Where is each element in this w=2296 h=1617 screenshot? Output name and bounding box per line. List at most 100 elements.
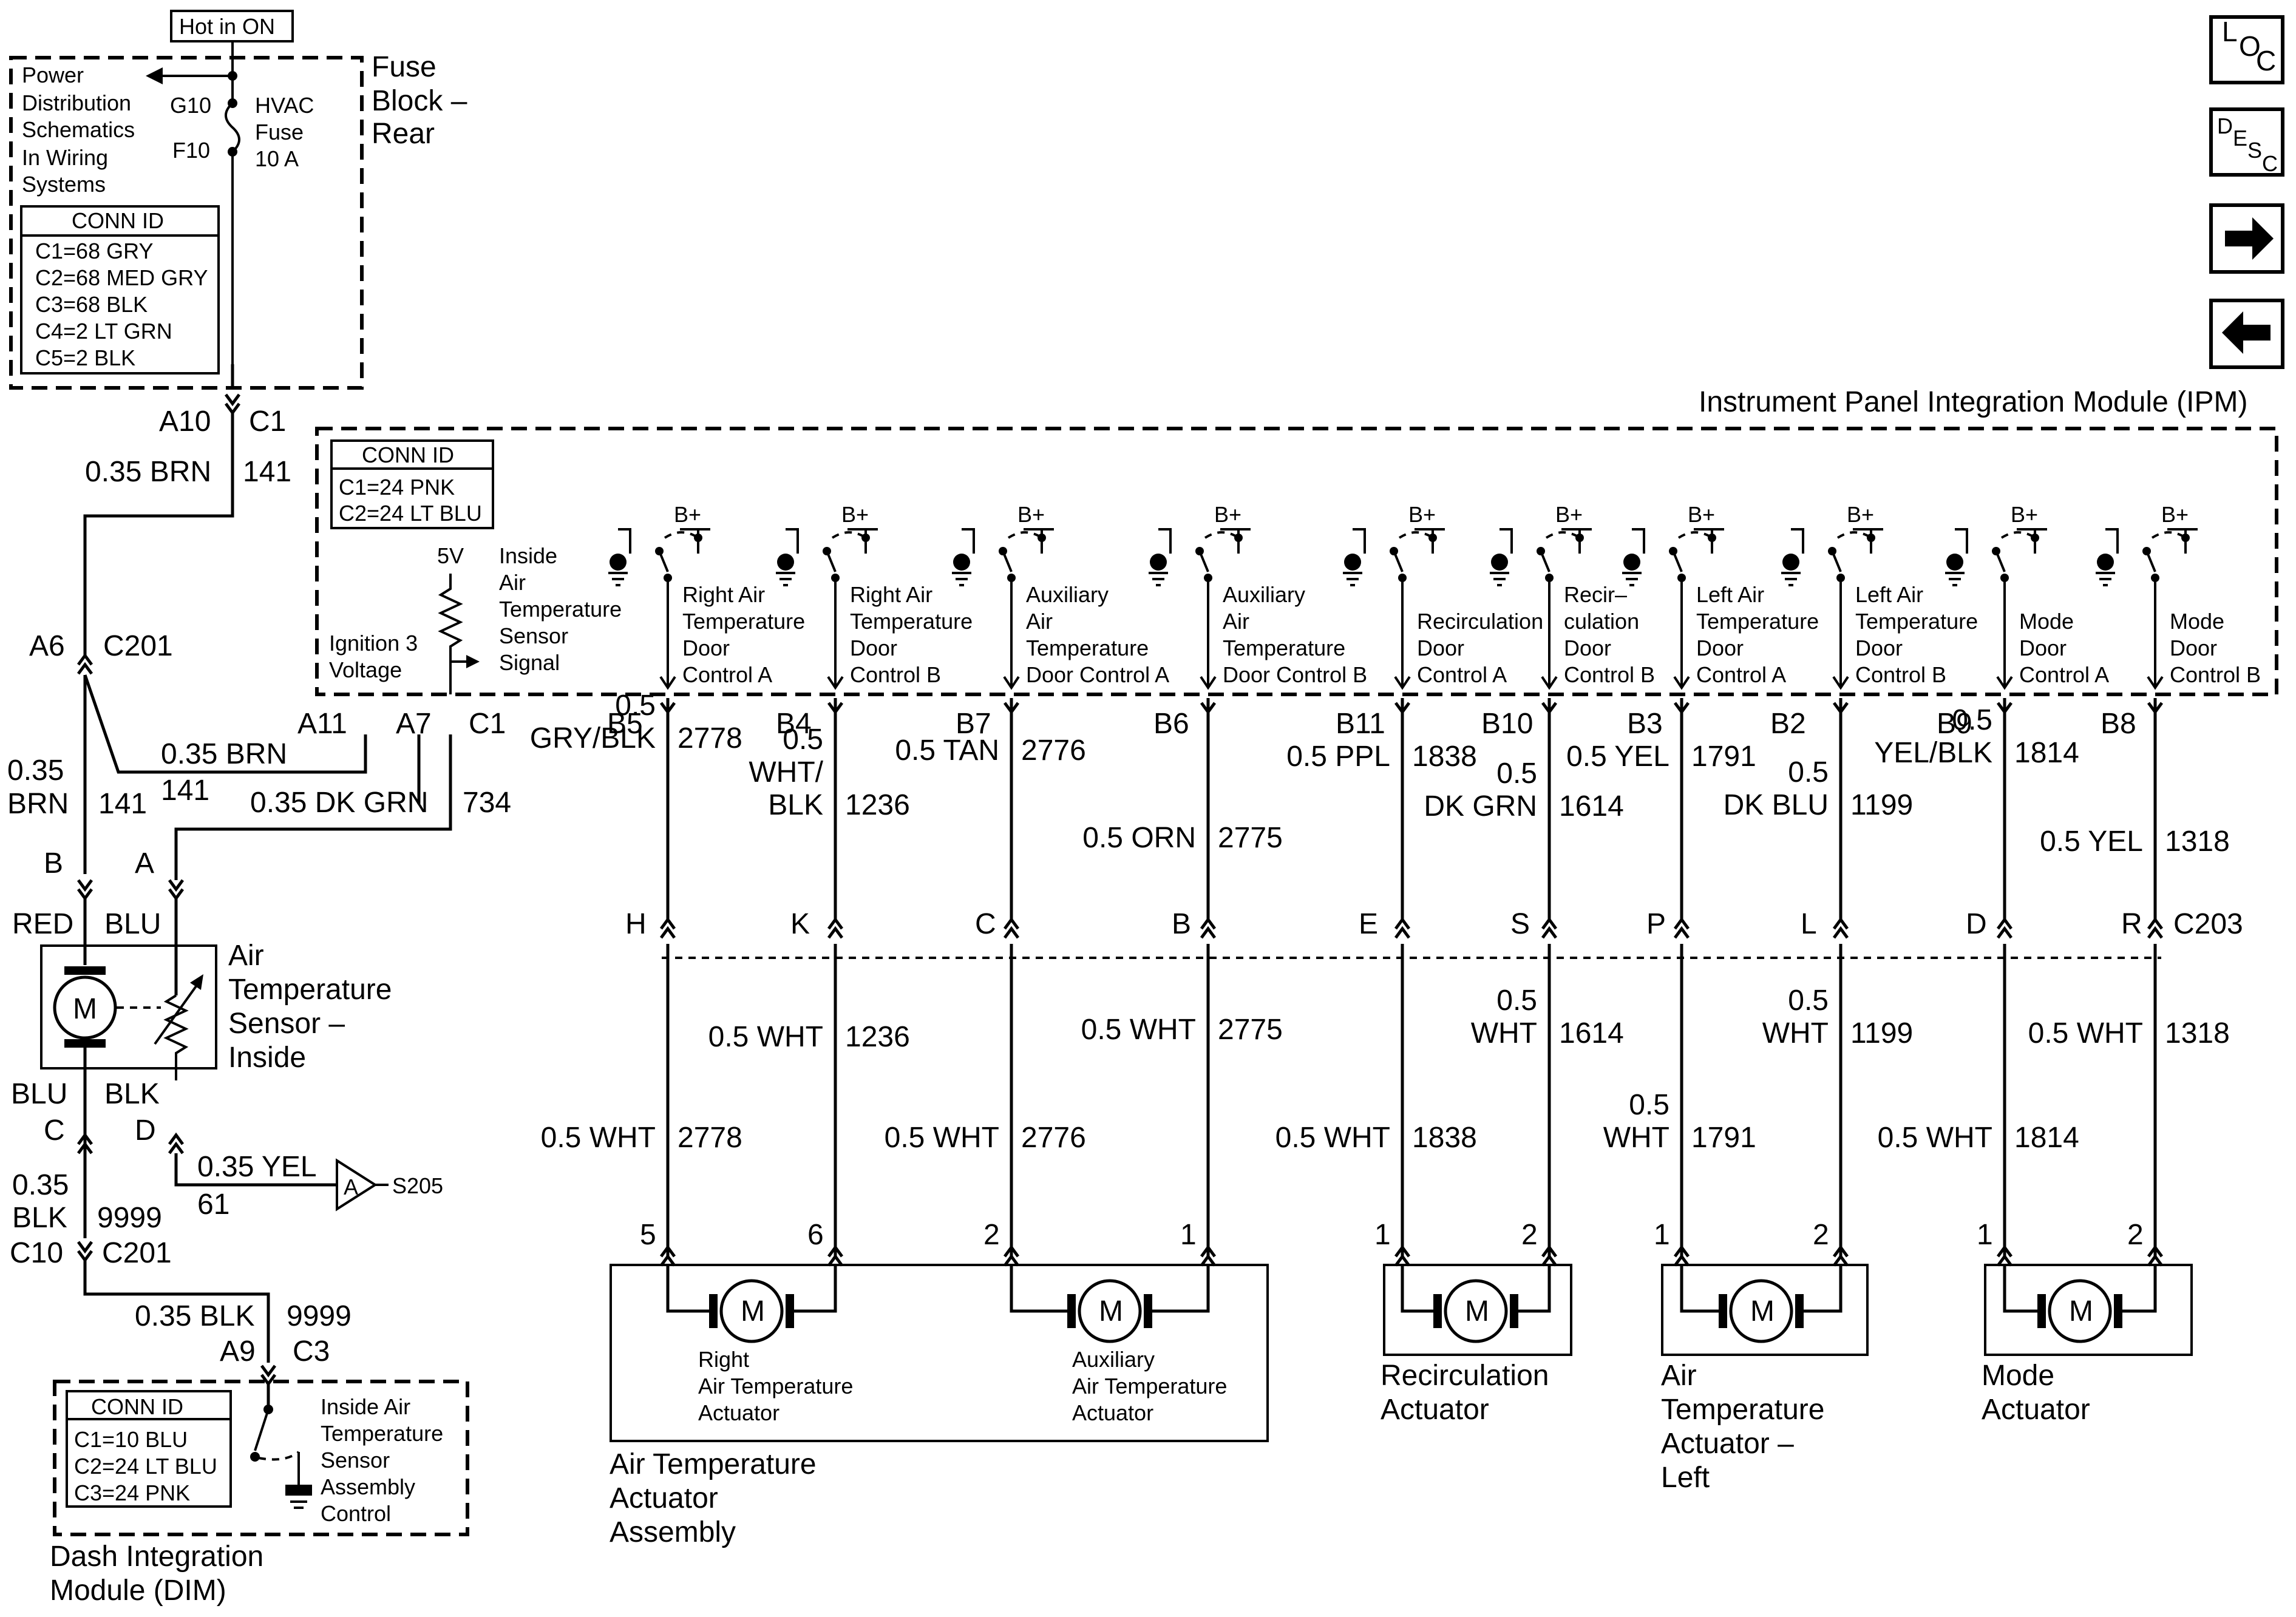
svg-text:0.5: 0.5 [1788,756,1829,788]
svg-text:1318: 1318 [2165,825,2230,858]
loc-button[interactable]: L O C [2209,15,2284,84]
svg-text:0.5 ORN: 0.5 ORN [1082,822,1196,854]
svg-text:0.5 WHT: 0.5 WHT [1081,1014,1196,1046]
svg-text:0.5 YEL: 0.5 YEL [2040,825,2143,858]
svg-text:CONN ID: CONN ID [72,208,164,233]
svg-text:Actuator: Actuator [610,1482,718,1514]
svg-text:0.5 WHT: 0.5 WHT [541,1122,656,1154]
svg-text:S: S [2247,138,2262,163]
svg-text:Door: Door [1417,636,1464,660]
svg-text:2778: 2778 [678,722,742,754]
svg-text:Temperature: Temperature [1223,636,1345,660]
svg-text:Air Temperature: Air Temperature [610,1448,817,1480]
motor-icon: M [666,1266,837,1343]
svg-text:2775: 2775 [1218,1014,1283,1046]
svg-text:1236: 1236 [845,1021,910,1053]
svg-text:1: 1 [1180,1219,1197,1251]
svg-text:1199: 1199 [1850,789,1913,821]
svg-text:2778: 2778 [678,1122,742,1154]
svg-text:C2=24 LT BLU: C2=24 LT BLU [339,501,482,526]
svg-text:Sensor: Sensor [321,1448,390,1473]
svg-text:1318: 1318 [2165,1017,2230,1049]
back-button[interactable] [2209,299,2284,369]
svg-text:B8: B8 [2101,708,2136,740]
svg-text:61: 61 [197,1188,229,1221]
svg-text:A7: A7 [396,708,432,740]
svg-text:A11: A11 [297,708,347,740]
svg-text:C: C [2262,151,2278,176]
svg-text:C3=24 PNK: C3=24 PNK [74,1480,190,1505]
arrow-left-icon [2222,311,2271,354]
svg-text:Assembly: Assembly [321,1474,415,1499]
svg-text:C1: C1 [469,708,506,740]
svg-text:0.5 WHT: 0.5 WHT [708,1021,823,1053]
svg-text:BLU: BLU [104,908,161,940]
svg-text:Air: Air [1661,1360,1697,1392]
svg-text:0.5: 0.5 [1629,1089,1669,1121]
svg-text:Actuator: Actuator [1072,1400,1153,1425]
hot-in-on-label: Hot in ON [179,14,275,39]
svg-text:Left Air: Left Air [1855,582,1923,607]
svg-text:O: O [2239,30,2261,62]
svg-text:0.5: 0.5 [1952,704,1992,736]
svg-text:B+: B+ [1555,502,1583,527]
svg-text:Fuse: Fuse [255,120,304,144]
svg-text:M: M [741,1295,765,1327]
svg-text:Control: Control [321,1501,391,1526]
svg-text:1: 1 [1977,1219,1993,1251]
svg-text:DK BLU: DK BLU [1724,789,1829,821]
svg-text:C1=24 PNK: C1=24 PNK [339,475,455,500]
svg-text:CONN ID: CONN ID [91,1394,183,1419]
svg-text:Temperature: Temperature [228,974,392,1006]
svg-text:Inside: Inside [499,543,557,568]
desc-button[interactable]: D E S C [2209,107,2284,177]
svg-text:L: L [1801,908,1817,940]
svg-text:BRN: BRN [7,788,69,820]
svg-text:0.5: 0.5 [783,724,823,756]
svg-text:Door: Door [682,636,730,660]
svg-text:C: C [44,1114,65,1147]
svg-text:C3: C3 [293,1335,330,1368]
svg-text:1814: 1814 [2014,1122,2079,1154]
motor-icon: M [1401,1266,1551,1343]
svg-text:141: 141 [243,456,291,488]
svg-text:Temperature: Temperature [1696,609,1819,634]
svg-text:B+: B+ [2161,502,2189,527]
svg-text:Left Air: Left Air [1696,582,1764,607]
svg-text:GRY/BLK: GRY/BLK [530,722,656,754]
svg-text:Temperature: Temperature [1026,636,1149,660]
svg-text:Right Air: Right Air [850,582,932,607]
svg-text:S205: S205 [392,1173,443,1198]
svg-text:Air: Air [499,570,526,595]
svg-text:C203: C203 [2173,908,2243,940]
svg-text:Inside: Inside [228,1042,306,1074]
svg-text:0.5: 0.5 [1496,985,1537,1017]
svg-text:0.35: 0.35 [12,1169,69,1201]
svg-text:B9: B9 [1937,708,1972,740]
svg-text:C10: C10 [10,1237,63,1269]
mode-actuator [1984,1264,2193,1356]
svg-text:0.35 DK GRN: 0.35 DK GRN [250,787,428,819]
forward-button[interactable] [2209,203,2284,274]
svg-text:0.35 BRN: 0.35 BRN [161,738,287,770]
svg-text:WHT/: WHT/ [749,756,823,788]
svg-text:Door: Door [1855,636,1903,660]
svg-text:WHT: WHT [1762,1017,1829,1049]
svg-text:0.5 WHT: 0.5 WHT [2028,1017,2143,1049]
svg-text:1236: 1236 [845,789,910,821]
svg-text:P: P [1646,908,1666,940]
svg-text:2776: 2776 [1021,1122,1086,1154]
svg-text:Air: Air [228,940,264,972]
svg-text:B5: B5 [607,708,643,740]
svg-text:Temperature: Temperature [682,609,805,634]
svg-text:C1: C1 [249,405,286,438]
